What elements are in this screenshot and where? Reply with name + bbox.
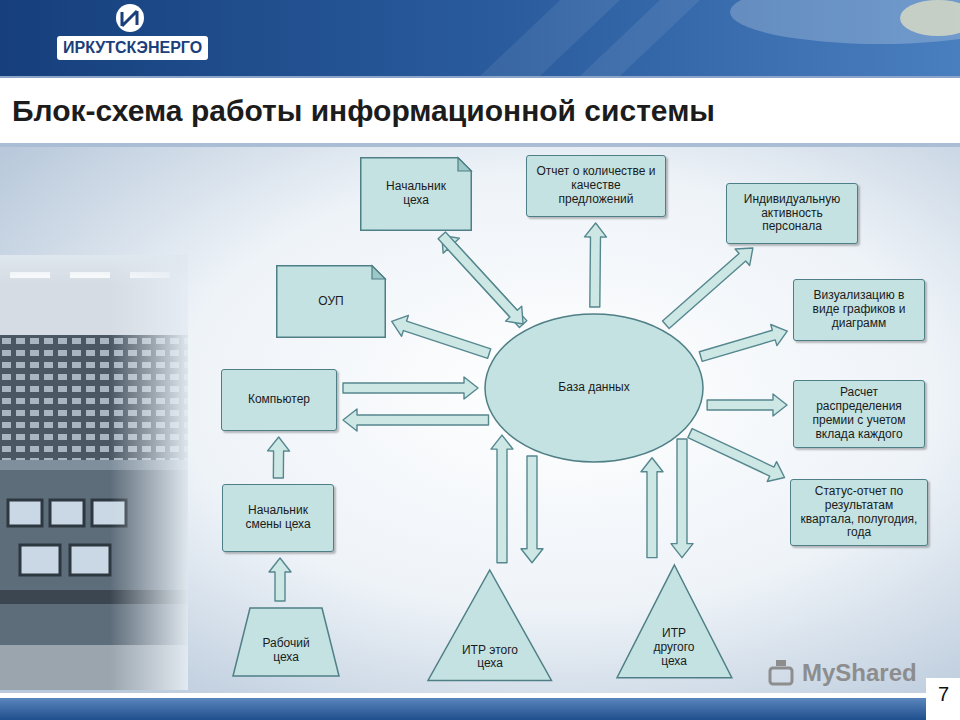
block-arrow bbox=[641, 458, 663, 558]
node-text-group: Рабочий цеха bbox=[254, 637, 318, 665]
header-glow bbox=[730, 0, 960, 44]
triangle-outline bbox=[617, 565, 732, 678]
photo-monitor bbox=[20, 545, 60, 575]
photo-ground bbox=[0, 255, 188, 690]
photo-monitor bbox=[70, 545, 110, 575]
database-outline bbox=[485, 314, 703, 462]
node-text: Рабочий цеха bbox=[254, 637, 318, 665]
shift-manager-box: Начальник смены цеха bbox=[222, 484, 334, 552]
logo-mark-sign bbox=[122, 11, 137, 26]
block-arrow bbox=[491, 435, 513, 563]
block-arrow bbox=[392, 315, 491, 358]
panel-rule bbox=[0, 143, 960, 147]
triangle-outline bbox=[428, 570, 551, 680]
node-text: Индивидуальную активность персонала bbox=[736, 193, 848, 234]
node-text-group: ИТР другого цеха bbox=[646, 627, 702, 668]
node-text: ИТР этого цеха bbox=[454, 644, 526, 672]
node-text: Отчет о количестве и качестве предложени… bbox=[533, 165, 659, 206]
node-text: Визуализацию в виде графиков и диаграмм bbox=[807, 289, 911, 330]
node-text-group: Компьютер bbox=[248, 393, 310, 407]
node-text-group: ИТР этого цеха bbox=[454, 644, 526, 672]
page-number-ground bbox=[926, 678, 960, 720]
node-text: Начальник цеха bbox=[380, 180, 452, 208]
photo-fade bbox=[0, 255, 188, 285]
node-text-group: Начальник цеха bbox=[380, 180, 452, 208]
folded-corner bbox=[372, 266, 385, 279]
photo-monitor bbox=[50, 500, 84, 526]
header-rule bbox=[0, 76, 960, 78]
block-arrow bbox=[688, 429, 785, 482]
node-text-group: Отчет о количестве и качестве предложени… bbox=[533, 165, 659, 206]
block-arrow bbox=[707, 394, 787, 416]
node-text-group: Статус-отчет по результатам квартала, по… bbox=[797, 485, 921, 540]
node-text: Расчет распределения премии с учетом вкл… bbox=[807, 386, 911, 441]
node-text: Компьютер bbox=[248, 393, 310, 407]
block-arrow bbox=[343, 409, 489, 431]
page-number: 7 bbox=[938, 683, 949, 706]
engineer-triangle: ИТР этого цеха bbox=[427, 569, 552, 681]
node-text: База данных bbox=[558, 381, 629, 395]
watermark-icon bbox=[776, 660, 786, 666]
block-arrow bbox=[343, 377, 478, 399]
node-text-group: ОУП bbox=[318, 295, 343, 309]
folded-corner bbox=[458, 158, 471, 171]
node-text-group: Визуализацию в виде графиков и диаграмм bbox=[807, 289, 911, 330]
block-arrow bbox=[663, 248, 753, 328]
engineer-triangle: ИТР другого цеха bbox=[616, 564, 733, 679]
output-box: Статус-отчет по результатам квартала, по… bbox=[790, 479, 928, 546]
photo-monitor bbox=[8, 500, 42, 526]
block-arrow bbox=[438, 232, 523, 324]
department-box: ОУП bbox=[276, 265, 386, 338]
block-arrow bbox=[269, 558, 291, 601]
header-stripe bbox=[580, 0, 700, 76]
block-arrow bbox=[584, 223, 606, 307]
photo-fade bbox=[110, 255, 188, 690]
node-text-group: Расчет распределения премии с учетом вкл… bbox=[807, 386, 911, 441]
trapezoid-outline bbox=[233, 608, 339, 676]
content-panel bbox=[0, 145, 960, 693]
control-room-photo bbox=[0, 255, 188, 690]
block-arrow bbox=[521, 456, 543, 563]
folded-outline bbox=[277, 266, 386, 338]
node-text-group: Индивидуальную активность персонала bbox=[736, 193, 848, 234]
output-box: Индивидуальную активность персонала bbox=[726, 183, 858, 244]
node-text: Статус-отчет по результатам квартала, по… bbox=[797, 485, 921, 540]
output-box: Расчет распределения премии с учетом вкл… bbox=[793, 380, 925, 447]
report-box: Отчет о количестве и качестве предложени… bbox=[526, 155, 666, 217]
watermark-icon bbox=[770, 668, 792, 684]
node-text: ИТР другого цеха bbox=[646, 627, 702, 668]
block-arrow bbox=[268, 437, 290, 478]
logo-mark bbox=[116, 4, 144, 32]
database-ellipse: База данных bbox=[484, 313, 704, 463]
node-text: Начальник смены цеха bbox=[236, 504, 320, 532]
header-flare bbox=[900, 0, 960, 36]
output-box: Визуализацию в виде графиков и диаграмм bbox=[793, 279, 925, 341]
folded-outline bbox=[361, 158, 472, 231]
watermark: MyShared bbox=[802, 659, 917, 687]
worker-trapezoid: Рабочий цеха bbox=[232, 607, 340, 677]
node-text-group: Начальник смены цеха bbox=[236, 504, 320, 532]
manager-box: Начальник цеха bbox=[360, 157, 472, 231]
footer-band bbox=[0, 698, 960, 720]
node-text-group: База данных bbox=[558, 381, 629, 395]
node-text: ОУП bbox=[318, 295, 343, 309]
block-arrow bbox=[699, 325, 787, 362]
computer-box: Компьютер bbox=[221, 369, 337, 431]
block-arrow bbox=[671, 439, 693, 558]
company-logo-text: ИРКУТСКЭНЕРГО bbox=[57, 36, 208, 60]
slide-title: Блок-схема работы информационной системы bbox=[12, 94, 715, 128]
